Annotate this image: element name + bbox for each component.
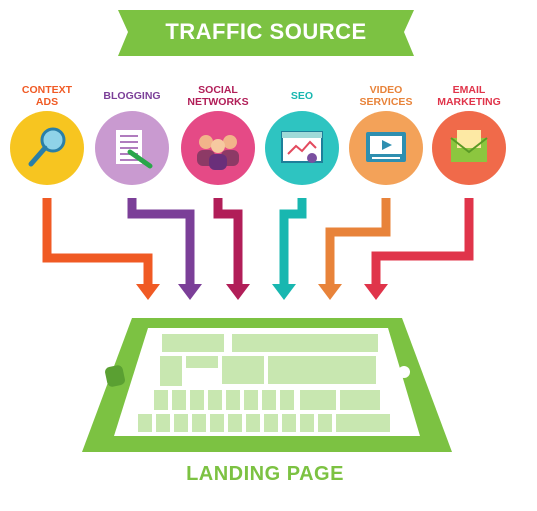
- wireframe-block: [280, 390, 294, 410]
- source-circles: [10, 111, 506, 185]
- arrow-4: [279, 198, 307, 286]
- wireframe-block: [162, 334, 224, 352]
- wireframe-block: [318, 414, 332, 432]
- source-node-6: [432, 111, 506, 185]
- source-label: CONTEXT ADS: [21, 84, 73, 108]
- wireframe-block: [186, 356, 218, 368]
- arrow-head-6: [364, 284, 388, 300]
- wireframe-block: [300, 414, 314, 432]
- arrow-5: [325, 198, 391, 286]
- arrow-head-2: [178, 284, 202, 300]
- arrow-head-1: [136, 284, 160, 300]
- wireframe-block: [232, 334, 378, 352]
- wireframe-block: [190, 390, 204, 410]
- wireframe-block: [244, 390, 258, 410]
- wireframe-block: [154, 390, 168, 410]
- analytics-screen-icon: [281, 131, 323, 163]
- source-node-1: [10, 111, 84, 185]
- title-banner: [118, 10, 414, 56]
- magnifier-icon: [28, 127, 66, 167]
- arrow-head-5: [318, 284, 342, 300]
- wireframe-block: [208, 390, 222, 410]
- wireframe-block: [210, 414, 224, 432]
- wireframe-block: [336, 414, 390, 432]
- page-title: TRAFFIC SOURCE: [165, 19, 367, 44]
- arrow-6: [371, 198, 474, 286]
- tablet-home-button: [105, 365, 125, 387]
- arrow-2: [127, 198, 195, 286]
- page-wireframe: [138, 334, 390, 432]
- envelope-icon: [450, 130, 488, 162]
- tablet-landing-page: [82, 318, 452, 452]
- wireframe-block: [226, 390, 240, 410]
- wireframe-block: [174, 414, 188, 432]
- wireframe-block: [282, 414, 296, 432]
- video-player-icon: [366, 132, 406, 162]
- wireframe-block: [222, 356, 264, 384]
- wireframe-block: [340, 390, 380, 410]
- source-node-5: [349, 111, 423, 185]
- wireframe-block: [172, 390, 186, 410]
- wireframe-block: [262, 390, 276, 410]
- banner-ribbon: [118, 10, 414, 56]
- wireframe-block: [246, 414, 260, 432]
- arrow-1: [42, 198, 153, 286]
- wireframe-block: [192, 414, 206, 432]
- arrow-3: [213, 198, 243, 286]
- tablet-camera: [398, 366, 410, 378]
- source-node-2: [95, 111, 169, 185]
- people-icon: [197, 135, 239, 170]
- wireframe-block: [268, 356, 376, 384]
- source-node-4: [265, 111, 339, 185]
- arrows: [42, 198, 474, 300]
- source-label: BLOGGING: [103, 90, 161, 102]
- wireframe-block: [138, 414, 152, 432]
- arrow-head-4: [272, 284, 296, 300]
- wireframe-block: [264, 414, 278, 432]
- document-pen-icon: [116, 130, 153, 169]
- arrow-head-3: [226, 284, 250, 300]
- wireframe-block: [300, 390, 336, 410]
- wireframe-block: [228, 414, 242, 432]
- source-label: EMAIL MARKETING: [437, 84, 501, 108]
- source-label: SEO: [290, 90, 314, 102]
- source-label: SOCIAL NETWORKS: [187, 84, 249, 108]
- source-node-3: [181, 111, 255, 185]
- source-label: VIDEO SERVICES: [359, 84, 413, 108]
- wireframe-block: [156, 414, 170, 432]
- landing-page-label: LANDING PAGE: [186, 463, 344, 485]
- wireframe-block: [160, 356, 182, 386]
